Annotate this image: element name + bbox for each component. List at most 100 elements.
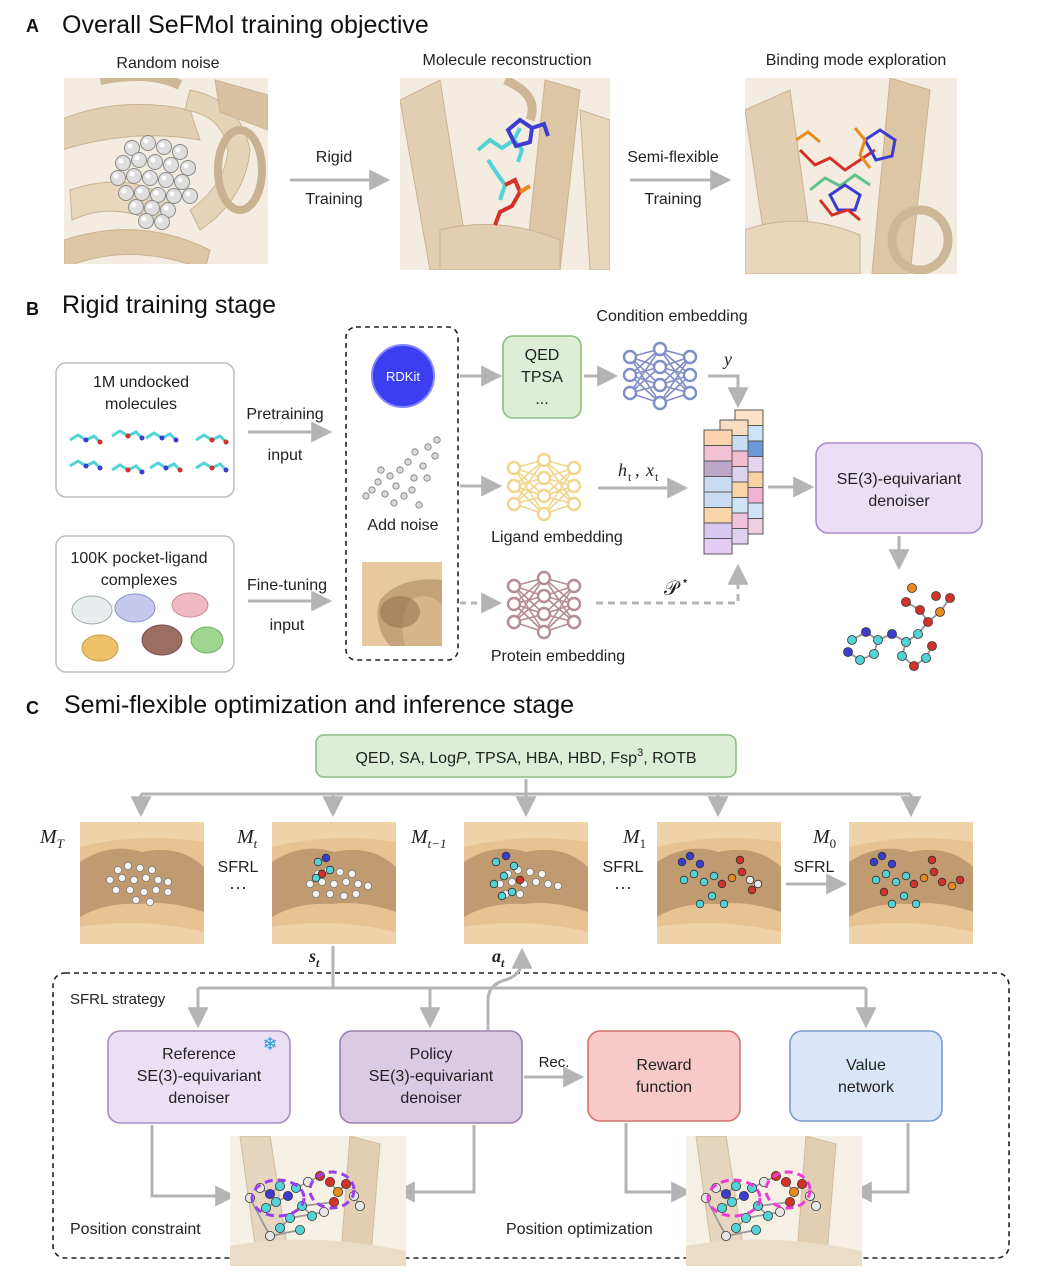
sphere-highlight xyxy=(129,171,135,177)
rdkit-logo xyxy=(372,345,434,407)
molecule-atom xyxy=(887,629,897,639)
pose-atom xyxy=(775,1207,786,1218)
policy-denoiser-box xyxy=(339,1030,523,1124)
noise-sphere xyxy=(174,174,190,190)
molecule-atom xyxy=(899,891,909,901)
noise-sphere xyxy=(118,185,134,201)
panel-c-title: Semi-flexible optimization and inference… xyxy=(64,691,574,719)
ellipsis-1: ··· xyxy=(229,877,247,897)
pose-atom xyxy=(260,1203,271,1214)
ellipsis-2: ··· xyxy=(614,877,632,897)
h-symbol: h xyxy=(618,460,627,480)
noise-atom xyxy=(538,870,546,878)
noise-sphere xyxy=(158,172,174,188)
noise-atom xyxy=(336,868,344,876)
noise-sphere xyxy=(140,135,156,151)
reference-line1: Reference xyxy=(162,1046,236,1063)
noise-dot xyxy=(431,452,439,460)
panel-a-title: Overall SeFMol training objective xyxy=(62,11,429,39)
pose-atom xyxy=(324,1177,335,1188)
bond xyxy=(269,1229,301,1237)
comma: , xyxy=(635,460,640,480)
noise-sphere xyxy=(182,188,198,204)
noise-dot xyxy=(386,472,394,480)
net-node xyxy=(536,624,552,640)
reconstructed-ligand xyxy=(476,117,550,226)
noise-dot xyxy=(390,499,398,507)
noise-atom xyxy=(136,864,144,872)
molecule-atom xyxy=(679,875,689,885)
m-t: Mt xyxy=(236,826,258,851)
net-node xyxy=(622,367,638,383)
molecule-atom xyxy=(321,853,331,863)
ligand-embedding-label: Ligand embedding xyxy=(491,529,623,546)
mini-atom xyxy=(125,433,131,439)
mini-atom xyxy=(209,437,215,443)
mini-atom xyxy=(163,465,169,471)
molecule-atom xyxy=(909,879,919,889)
molecule-atom xyxy=(497,891,507,901)
sphere-highlight xyxy=(166,160,172,166)
mini-atom xyxy=(83,463,89,469)
sphere-highlight xyxy=(127,143,133,149)
molecule-atom xyxy=(507,887,517,897)
highlight-ring xyxy=(706,1178,762,1218)
net-edge xyxy=(543,467,575,515)
position-optimization-label: Position optimization xyxy=(506,1221,653,1238)
noise-atom xyxy=(124,862,132,870)
molecule-atom xyxy=(699,877,709,887)
position-constraint-image xyxy=(230,1136,406,1266)
x-subscript: t xyxy=(655,470,659,484)
noise-sphere xyxy=(134,185,150,201)
molecule-atom xyxy=(499,871,509,881)
molecule-atom xyxy=(919,873,929,883)
s-t: st xyxy=(308,946,320,970)
noise-sphere xyxy=(126,168,142,184)
pose-atom xyxy=(789,1187,800,1198)
mini-atom xyxy=(139,469,145,475)
noise-atom xyxy=(152,886,160,894)
pocket-state-Mt-1 xyxy=(464,822,588,944)
panel-b: B Rigid training stage 1M undocked molec… xyxy=(26,291,983,673)
noise-dots xyxy=(362,436,441,509)
pose-atom xyxy=(739,1191,750,1202)
protein-binding-modes-image xyxy=(745,78,957,274)
a-t: at xyxy=(492,946,505,970)
bond xyxy=(249,1197,271,1237)
se3-denoiser-box xyxy=(815,442,983,534)
pose-atom xyxy=(717,1203,728,1214)
noise-sphere xyxy=(180,160,196,176)
noise-atom xyxy=(532,878,540,886)
state-distribution-arrows xyxy=(187,946,877,1029)
molecule-atom xyxy=(695,859,705,869)
m-t-minus-1: Mt−1 xyxy=(410,826,447,851)
position-optimization-image xyxy=(686,1136,862,1266)
molecule-atom xyxy=(921,653,931,663)
pose-atom xyxy=(274,1223,285,1234)
pocket-cavity xyxy=(80,848,204,917)
reference-denoiser-box xyxy=(107,1030,291,1124)
highlight-ring xyxy=(250,1178,306,1218)
pocket-ligand-line2: complexes xyxy=(101,572,177,589)
noise-atom xyxy=(354,880,362,888)
molecule-atom xyxy=(509,861,519,871)
net-node xyxy=(506,596,522,612)
feature-cell xyxy=(703,476,733,493)
noise-atom xyxy=(132,896,140,904)
net-node xyxy=(536,606,552,622)
noise-dot xyxy=(392,482,400,490)
feature-stack xyxy=(703,409,764,555)
molecule-atom xyxy=(911,899,921,909)
reward-line2: function xyxy=(636,1079,692,1096)
protein-strand xyxy=(239,1136,291,1266)
noise-atom xyxy=(142,874,150,882)
molecule-atom xyxy=(955,875,965,885)
rigid-training-label: Training xyxy=(305,191,362,208)
mini-atom xyxy=(209,465,215,471)
noise-dot xyxy=(411,448,419,456)
molecule-atom xyxy=(325,865,335,875)
noise-atom xyxy=(340,892,348,900)
pose-atom xyxy=(781,1177,792,1188)
molecule-atom xyxy=(881,869,891,879)
properties-box xyxy=(315,734,737,778)
